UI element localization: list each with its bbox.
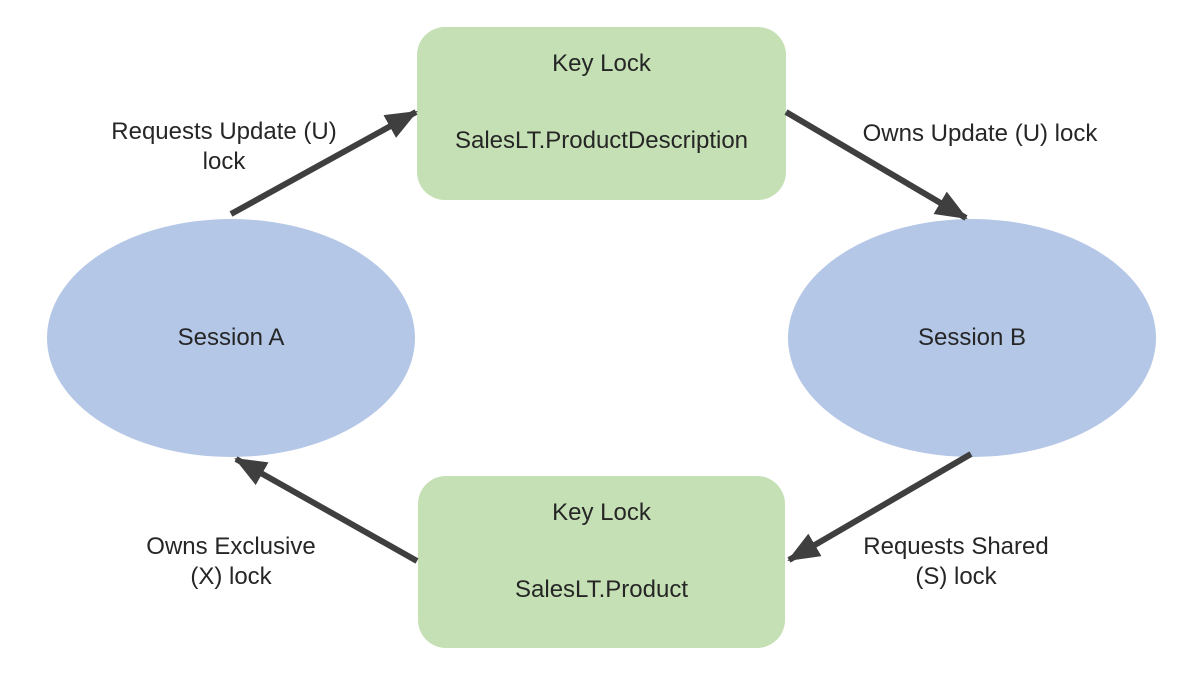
edge-label-owns-update-lock: Owns Update (U) lock [830,119,1130,149]
edge-label-requests-update-lock: Requests Update (U) lock [74,117,374,177]
node-key-lock-product-description: Key Lock SalesLT.ProductDescription [417,27,786,200]
edge-label-line: (S) lock [915,563,997,590]
session-label: Session A [177,324,285,351]
edge-label-line: Requests Update (U) [111,118,337,145]
node-session-b: Session B [788,219,1156,457]
node-session-a: Session A [47,219,415,457]
edge-label-requests-shared-lock: Requests Shared (S) lock [806,532,1106,592]
edge-label-line: lock [202,148,246,175]
edge-label-owns-exclusive-lock: Owns Exclusive (X) lock [81,532,381,592]
edge-label-line: Owns Exclusive [146,533,316,560]
edge-label-line: Requests Shared [863,533,1049,560]
session-label: Session B [917,324,1027,351]
key-lock-title: Key Lock [552,50,651,77]
locked-object-name: SalesLT.Product [515,576,688,603]
node-key-lock-product: Key Lock SalesLT.Product [418,476,785,648]
key-lock-title: Key Lock [552,499,651,526]
edge-label-line: Owns Update (U) lock [862,120,1098,147]
edge-label-line: (X) lock [190,563,272,590]
locked-object-name: SalesLT.ProductDescription [454,127,749,154]
